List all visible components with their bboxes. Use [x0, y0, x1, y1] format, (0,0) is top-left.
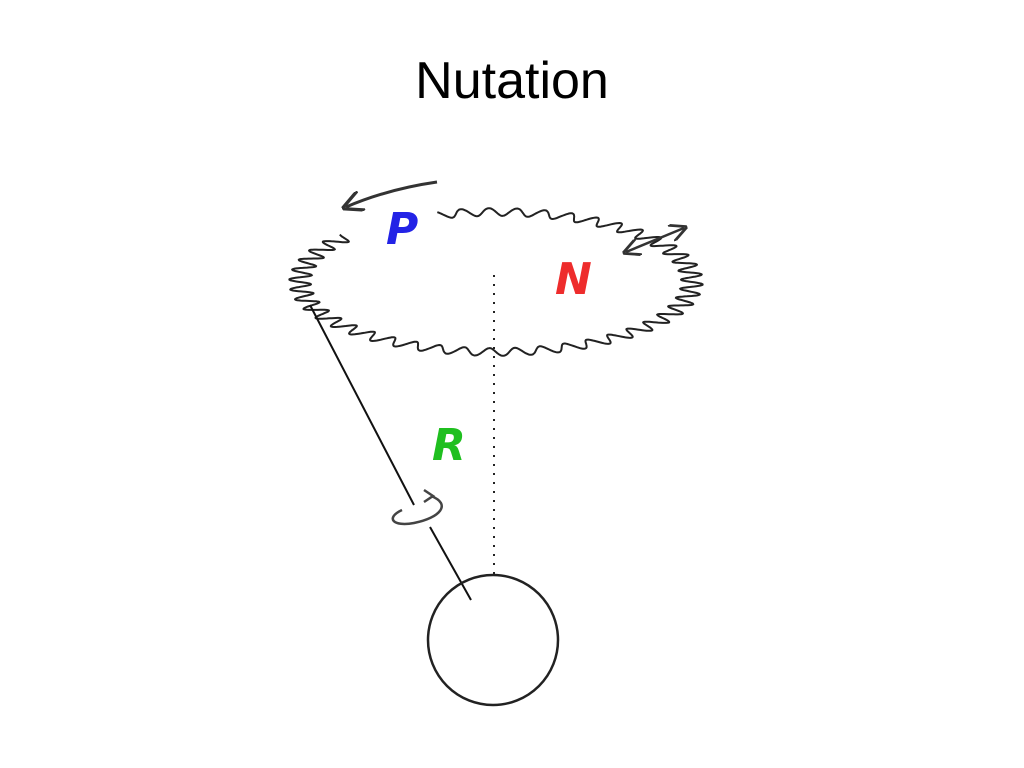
earth-circle — [426, 573, 560, 707]
spin-axis-lower — [429, 526, 472, 601]
spin-axis-upper — [309, 304, 415, 506]
nutation-double-arrow-icon — [626, 228, 684, 252]
slide-title: Nutation — [415, 52, 609, 110]
rotation-label: R — [432, 420, 466, 471]
spin-arrow-icon — [391, 488, 443, 526]
precession-arrow-icon — [346, 180, 438, 207]
precession-label: P — [386, 204, 418, 255]
nutation-label: N — [555, 254, 592, 305]
nutation-wavy-orbit — [288, 207, 704, 357]
